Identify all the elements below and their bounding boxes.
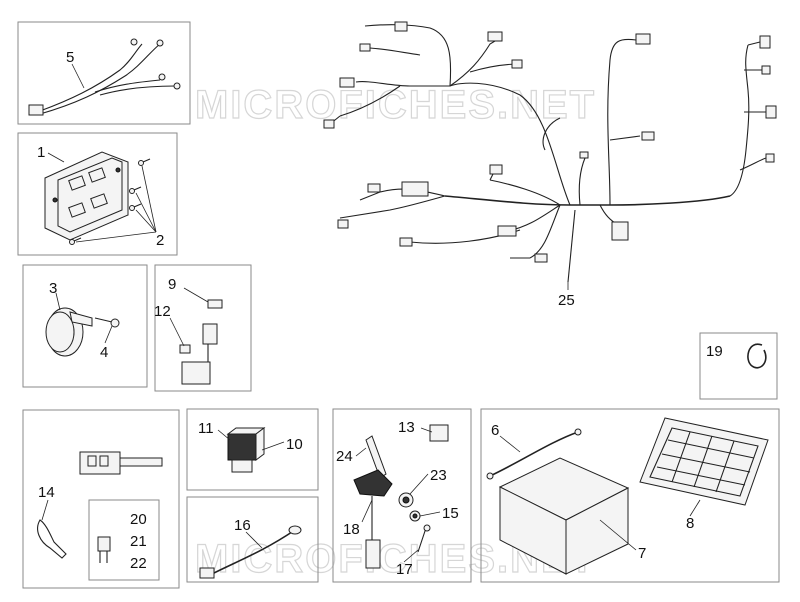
connector-part-13 bbox=[429, 424, 449, 442]
harness-part-5 bbox=[28, 38, 181, 116]
ecu-part-1 bbox=[44, 151, 129, 241]
callout-18: 18 bbox=[343, 521, 360, 538]
sensor-part-18 bbox=[353, 469, 393, 569]
bolt-part-4 bbox=[94, 317, 120, 328]
fuse-holder-part-12 bbox=[179, 323, 218, 385]
battery-part-7 bbox=[498, 457, 630, 575]
fuse-part-9 bbox=[207, 299, 223, 309]
callout-23: 23 bbox=[430, 467, 447, 484]
box-parts-9-12 bbox=[154, 264, 252, 392]
callout-6: 6 bbox=[491, 422, 499, 439]
box-parts-14-22 bbox=[22, 409, 180, 589]
box-parts-10-11 bbox=[186, 408, 319, 491]
callout-13: 13 bbox=[398, 419, 415, 436]
callout-2: 2 bbox=[156, 232, 164, 249]
callout-3: 3 bbox=[49, 280, 57, 297]
plug-part-24 bbox=[365, 435, 387, 479]
callout-24: 24 bbox=[336, 448, 353, 465]
callout-8: 8 bbox=[686, 515, 694, 532]
battery-cover-part-8 bbox=[639, 417, 769, 506]
bolt-part-23 bbox=[398, 492, 414, 508]
mini-fuse-parts-20-22 bbox=[97, 536, 111, 563]
callout-25: 25 bbox=[558, 292, 575, 309]
box-parts-13-24 bbox=[332, 408, 472, 583]
box-parts-20-22 bbox=[88, 499, 160, 581]
callout-12: 12 bbox=[154, 303, 171, 320]
callout-22: 22 bbox=[130, 555, 147, 572]
battery-cable-part-6 bbox=[486, 428, 582, 480]
box-part-16 bbox=[186, 496, 319, 583]
callout-9: 9 bbox=[168, 276, 176, 293]
screw-part-17 bbox=[417, 524, 431, 553]
relay-part-11 bbox=[226, 427, 266, 473]
callout-14: 14 bbox=[38, 484, 55, 501]
washer-part-15 bbox=[409, 510, 421, 522]
fuse-box-parts-20-22 bbox=[79, 451, 163, 475]
callout-5: 5 bbox=[66, 49, 74, 66]
box-part-19 bbox=[699, 332, 778, 400]
callout-17: 17 bbox=[396, 561, 413, 578]
callout-19: 19 bbox=[706, 343, 723, 360]
screws-part-2 bbox=[69, 158, 151, 245]
callout-4: 4 bbox=[100, 344, 108, 361]
leader-lines bbox=[41, 63, 701, 563]
callout-15: 15 bbox=[442, 505, 459, 522]
fuse-puller-part-14 bbox=[37, 519, 67, 559]
callout-1: 1 bbox=[37, 144, 45, 161]
box-parts-6-8 bbox=[480, 408, 780, 583]
box-parts-3-4 bbox=[22, 264, 148, 388]
box-parts-1-2 bbox=[17, 132, 178, 256]
clamp-part-19 bbox=[747, 343, 767, 369]
callout-21: 21 bbox=[130, 533, 147, 550]
callout-16: 16 bbox=[234, 517, 251, 534]
callout-20: 20 bbox=[130, 511, 147, 528]
callout-11: 11 bbox=[198, 420, 214, 437]
callout-7: 7 bbox=[638, 545, 646, 562]
main-harness-part-25 bbox=[323, 21, 777, 283]
callout-10: 10 bbox=[286, 436, 303, 453]
box-part-5 bbox=[17, 21, 191, 125]
horn-part-3 bbox=[45, 307, 93, 357]
sensor-cable-part-16 bbox=[199, 525, 302, 579]
